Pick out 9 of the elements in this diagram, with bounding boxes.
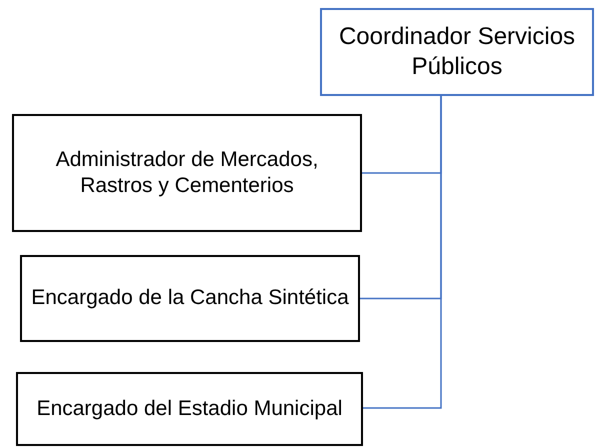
chart-title-text: Coordinador Servicios Públicos <box>338 22 576 82</box>
role-box <box>20 255 360 342</box>
role-name: Encargado del Estadio Municipal <box>36 396 344 422</box>
title-box <box>320 8 594 96</box>
role-box <box>12 114 362 232</box>
connector-line <box>363 96 442 409</box>
role-box <box>16 372 363 446</box>
role-name: Encargado de la Cancha Sintética <box>30 285 350 312</box>
role-name: Administrador de Mercados, Rastros y Cementerios <box>54 146 320 199</box>
